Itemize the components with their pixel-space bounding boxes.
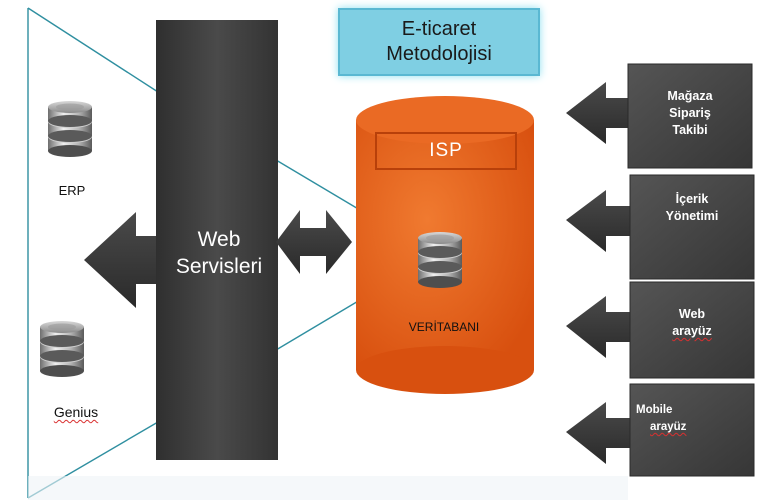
arrow-to-web-ui <box>566 296 630 358</box>
mobile-ui-line-1: Mobile <box>636 404 673 416</box>
web-services-line-2: Servisleri <box>175 255 263 278</box>
store-tracking-line-2: Sipariş <box>669 106 711 120</box>
mobile-ui-line-2: arayüz <box>650 421 687 433</box>
mobile-ui-label: Mobile arayüz <box>636 402 700 436</box>
left-arrow <box>84 212 160 308</box>
arrow-to-store-tracking <box>566 82 630 144</box>
web-services-line-1: Web <box>197 228 241 251</box>
floor-reflection <box>28 476 628 500</box>
web-ui-line-2: arayüz <box>672 324 712 338</box>
genius-label: Genius <box>53 404 99 420</box>
content-mgmt-box <box>629 174 755 280</box>
content-mgmt-line-1: İçerik <box>675 192 709 206</box>
erp-database-icon <box>48 101 92 157</box>
right-funnel-lines <box>275 159 361 351</box>
mobile-ui-box <box>629 383 755 477</box>
store-tracking-line-1: Mağaza <box>667 89 713 103</box>
arrow-to-mobile-ui <box>566 402 630 464</box>
web-ui-line-1: Web <box>678 307 706 321</box>
content-mgmt-line-2: Yönetimi <box>665 209 719 223</box>
isp-cylinder <box>356 96 534 394</box>
web-ui-label: Web arayüz <box>630 306 754 340</box>
isp-database-label: VERİTABANI <box>408 320 480 334</box>
web-services-label: Web Servisleri <box>160 226 278 280</box>
store-tracking-box <box>627 63 753 169</box>
erp-label: ERP <box>58 183 86 198</box>
isp-database-icon <box>418 232 462 288</box>
isp-label: ISP <box>429 140 463 161</box>
web-services-panel <box>156 20 278 460</box>
store-tracking-line-3: Takibi <box>672 123 708 137</box>
web-ui-box <box>629 281 755 379</box>
content-mgmt-label: İçerik Yönetimi <box>630 191 754 225</box>
store-tracking-label: Mağaza Sipariş Takibi <box>628 88 752 139</box>
arrow-to-content-mgmt <box>566 190 630 252</box>
title-box: E-ticaret Metodolojisi <box>338 8 540 76</box>
title-line-1: E-ticaret <box>401 18 477 40</box>
double-arrow <box>276 210 352 274</box>
genius-database-icon <box>40 321 84 377</box>
title-line-2: Metodolojisi <box>386 43 492 65</box>
